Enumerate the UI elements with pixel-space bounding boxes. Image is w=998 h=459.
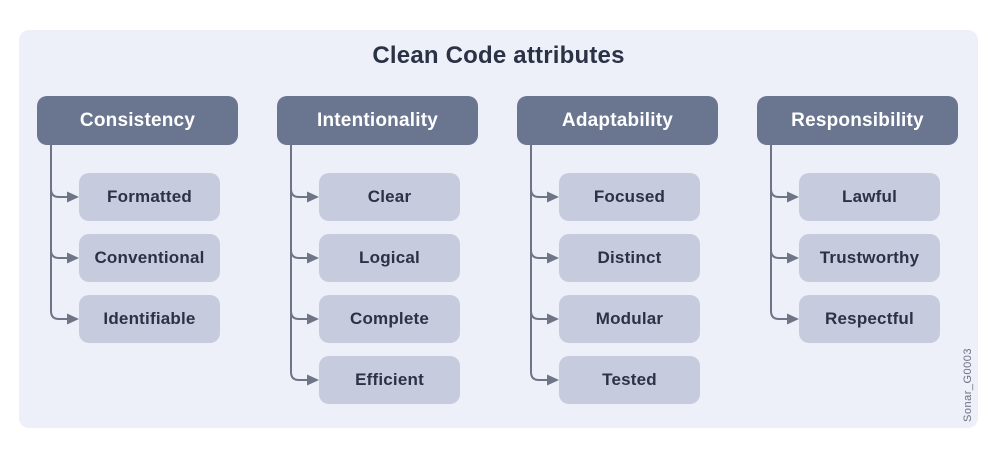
arrowhead-icon [787,313,799,325]
arrowhead-icon [547,191,559,203]
attribute-box: Clear [319,173,460,221]
attribute-box: Conventional [79,234,220,282]
attribute-box: Lawful [799,173,940,221]
attribute-box: Logical [319,234,460,282]
attribute-box: Efficient [319,356,460,404]
connector-lines [770,141,799,325]
attribute-box: Respectful [799,295,940,343]
attribute-box: Formatted [79,173,220,221]
arrowhead-icon [547,313,559,325]
category-header: Intentionality [277,96,478,145]
watermark-label: Sonar_G0003 [962,348,974,422]
attribute-box: Tested [559,356,700,404]
attribute-box: Complete [319,295,460,343]
arrowhead-icon [547,374,559,386]
attribute-box: Trustworthy [799,234,940,282]
arrowhead-icon [307,374,319,386]
arrowhead-icon [67,313,79,325]
arrowhead-icon [307,252,319,264]
attribute-box: Modular [559,295,700,343]
arrowhead-icon [307,191,319,203]
arrowhead-icon [67,252,79,264]
category-header: Adaptability [517,96,718,145]
diagram-title: Clean Code attributes [372,42,625,69]
arrowhead-icon [67,191,79,203]
connector-lines [50,141,79,325]
arrowhead-icon [547,252,559,264]
arrowhead-icon [307,313,319,325]
connector-lines [530,141,559,386]
attribute-box: Distinct [559,234,700,282]
attribute-box: Focused [559,173,700,221]
category-header: Consistency [37,96,238,145]
arrowhead-icon [787,191,799,203]
arrowhead-icon [787,252,799,264]
category-header: Responsibility [757,96,958,145]
attribute-box: Identifiable [79,295,220,343]
connector-lines [290,141,319,386]
